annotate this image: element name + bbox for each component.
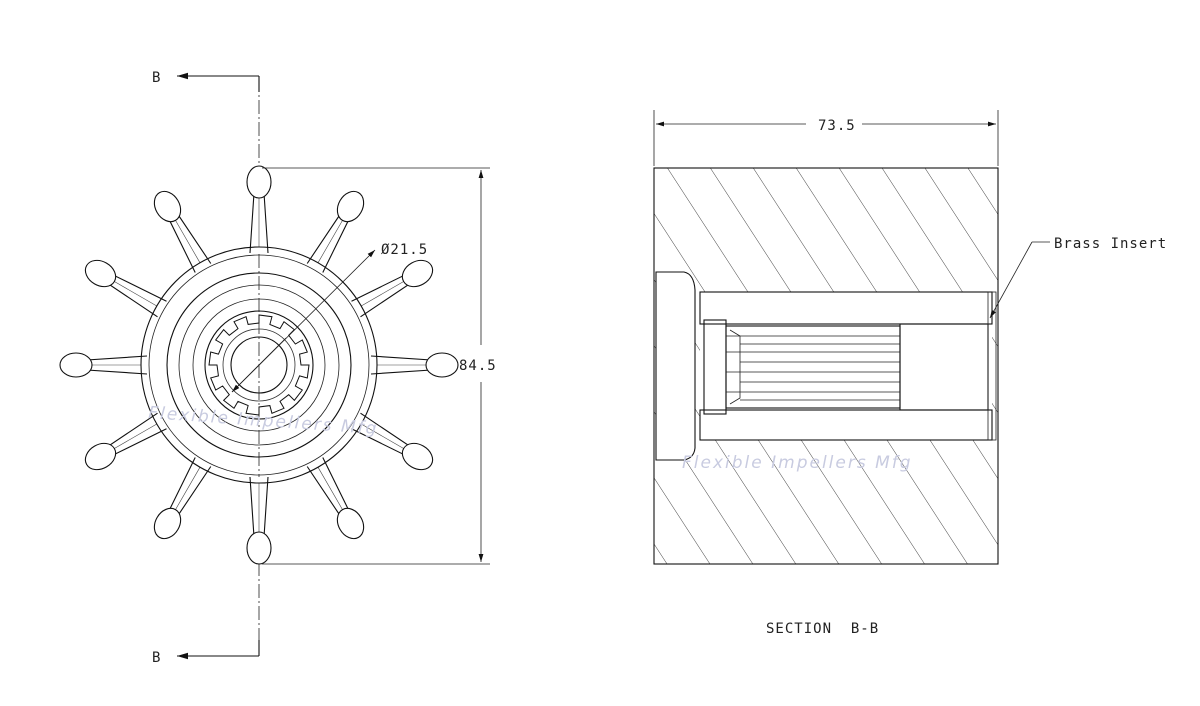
- impeller-vane: [246, 476, 272, 565]
- impeller-vane: [351, 259, 434, 318]
- height-dimension-label: 84.5: [459, 358, 497, 374]
- impeller-vane: [246, 165, 272, 254]
- spline-lines: [703, 319, 901, 415]
- impeller-vane: [306, 190, 365, 273]
- width-dimension-label: 73.5: [818, 118, 856, 134]
- watermark-left: Flexible Impellers Mfg: [148, 403, 379, 439]
- impeller-vane: [84, 412, 167, 471]
- impeller-vane: [59, 352, 148, 378]
- hub-diameter-label: Ø21.5: [381, 242, 428, 258]
- section-view: 73.5 Br: [653, 110, 1167, 637]
- spline-bore: [208, 314, 310, 416]
- section-outline: [653, 167, 999, 565]
- section-marker-top: B: [152, 70, 161, 86]
- insert-wall-bottom: [699, 409, 993, 441]
- impeller-vane: [351, 412, 434, 471]
- spline-teeth: [208, 314, 310, 416]
- impeller-vane: [370, 352, 459, 378]
- impeller-vane: [153, 190, 212, 273]
- watermark-right: Flexible Impellers Mfg: [682, 453, 913, 473]
- insert-wall-top: [699, 291, 993, 325]
- impeller-vane: [306, 457, 365, 540]
- brass-insert-callout: Brass Insert: [1054, 236, 1167, 252]
- impeller-vane: [153, 457, 212, 540]
- impeller-vane: [84, 259, 167, 318]
- section-title: SECTION B-B: [766, 621, 879, 637]
- section-marker-bottom: B: [152, 650, 161, 666]
- hub-outer-ring: [140, 246, 378, 484]
- impeller-front-view: B B Ø21.5 84.5 Flexible Impellers Mfg: [59, 70, 497, 666]
- impeller-vanes: [59, 165, 459, 565]
- hub-flange: [655, 271, 696, 461]
